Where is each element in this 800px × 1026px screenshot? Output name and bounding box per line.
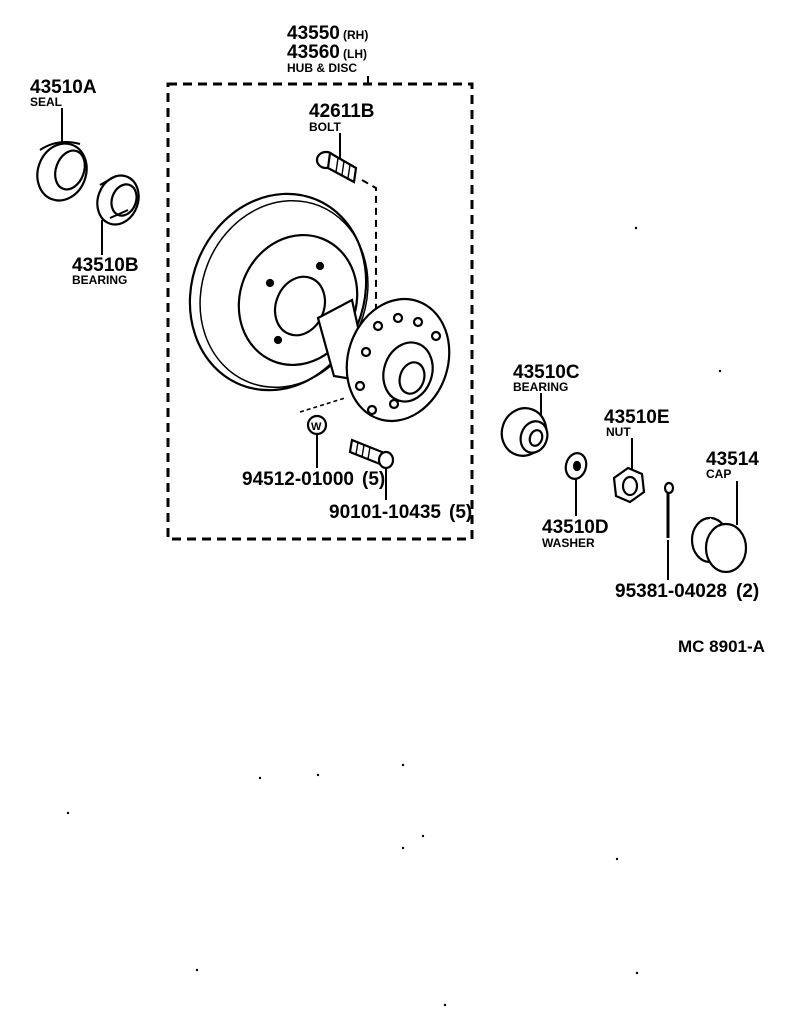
disc-bolt-part-number: 90101-10435 <box>329 502 441 523</box>
washer-w-symbol: W <box>311 421 322 433</box>
cotter-pin-part-number: 95381-04028 <box>615 581 727 602</box>
hub-bolt-part-number: 42611B <box>309 101 375 122</box>
disc-bolt-label: 90101-10435 (5) <box>329 502 472 523</box>
disc-bolt-qty: (5) <box>449 502 472 523</box>
washer-w-label: 94512-01000 (5) <box>242 469 385 490</box>
inner-bearing-name: BEARING <box>72 273 127 287</box>
cap-part <box>690 516 748 574</box>
leader-lines <box>61 76 738 580</box>
seal-part-number: 43510A <box>30 77 97 98</box>
hub-bolt-label: 42611B BOLT <box>309 101 375 134</box>
hub-bolt-name: BOLT <box>309 120 341 134</box>
hub-part <box>316 297 451 423</box>
cotter-pin-part <box>663 481 675 538</box>
hub-disc-side-lh: (LH) <box>343 47 367 61</box>
inner-bearing-label: 43510B BEARING <box>72 255 139 287</box>
inner-bearing-part-number: 43510B <box>72 255 139 276</box>
nut-name: NUT <box>606 425 631 439</box>
cap-label: 43514 CAP <box>706 449 759 481</box>
seal-part <box>36 141 88 202</box>
nut-part-number: 43510E <box>604 407 670 428</box>
disc-bolt-part <box>348 438 395 470</box>
nut-label: 43510E NUT <box>604 407 670 439</box>
cotter-pin-label: 95381-04028 (2) <box>615 581 759 602</box>
washer-part <box>564 452 588 480</box>
hub-disc-part-number-lh: 43560 <box>287 42 340 63</box>
hub-disc-side-rh: (RH) <box>343 28 368 42</box>
washer-name: WASHER <box>542 536 595 550</box>
outer-bearing-name: BEARING <box>513 380 568 394</box>
hub-disc-name: HUB & DISC <box>287 61 357 75</box>
outer-bearing-part <box>500 407 549 457</box>
seal-label: 43510A SEAL <box>30 77 97 109</box>
washer-w-part-number: 94512-01000 <box>242 469 354 490</box>
outer-bearing-label: 43510C BEARING <box>513 362 580 394</box>
washer-w-part: W <box>306 414 328 436</box>
cotter-pin-qty: (2) <box>736 581 759 602</box>
washer-w-qty: (5) <box>362 469 385 490</box>
nut-part <box>612 466 646 504</box>
washer-label: 43510D WASHER <box>542 517 609 550</box>
washer-part-number: 43510D <box>542 517 609 538</box>
hub-disc-label: 43550 (RH) 43560 (LH) HUB & DISC <box>287 23 368 75</box>
cap-name: CAP <box>706 467 731 481</box>
outer-bearing-part-number: 43510C <box>513 362 580 383</box>
hub-bolt-part <box>315 150 358 184</box>
inner-bearing-part <box>96 174 140 226</box>
bolt-alignment-line <box>361 179 377 310</box>
washer-alignment-line <box>299 397 346 413</box>
hub-disc-part-number-rh: 43550 <box>287 23 340 44</box>
cap-part-number: 43514 <box>706 449 759 470</box>
assembly-boundary-box <box>166 82 474 541</box>
seal-name: SEAL <box>30 95 62 109</box>
diagram-code: MC 8901-A <box>678 637 765 656</box>
scan-specks <box>66 226 722 1007</box>
